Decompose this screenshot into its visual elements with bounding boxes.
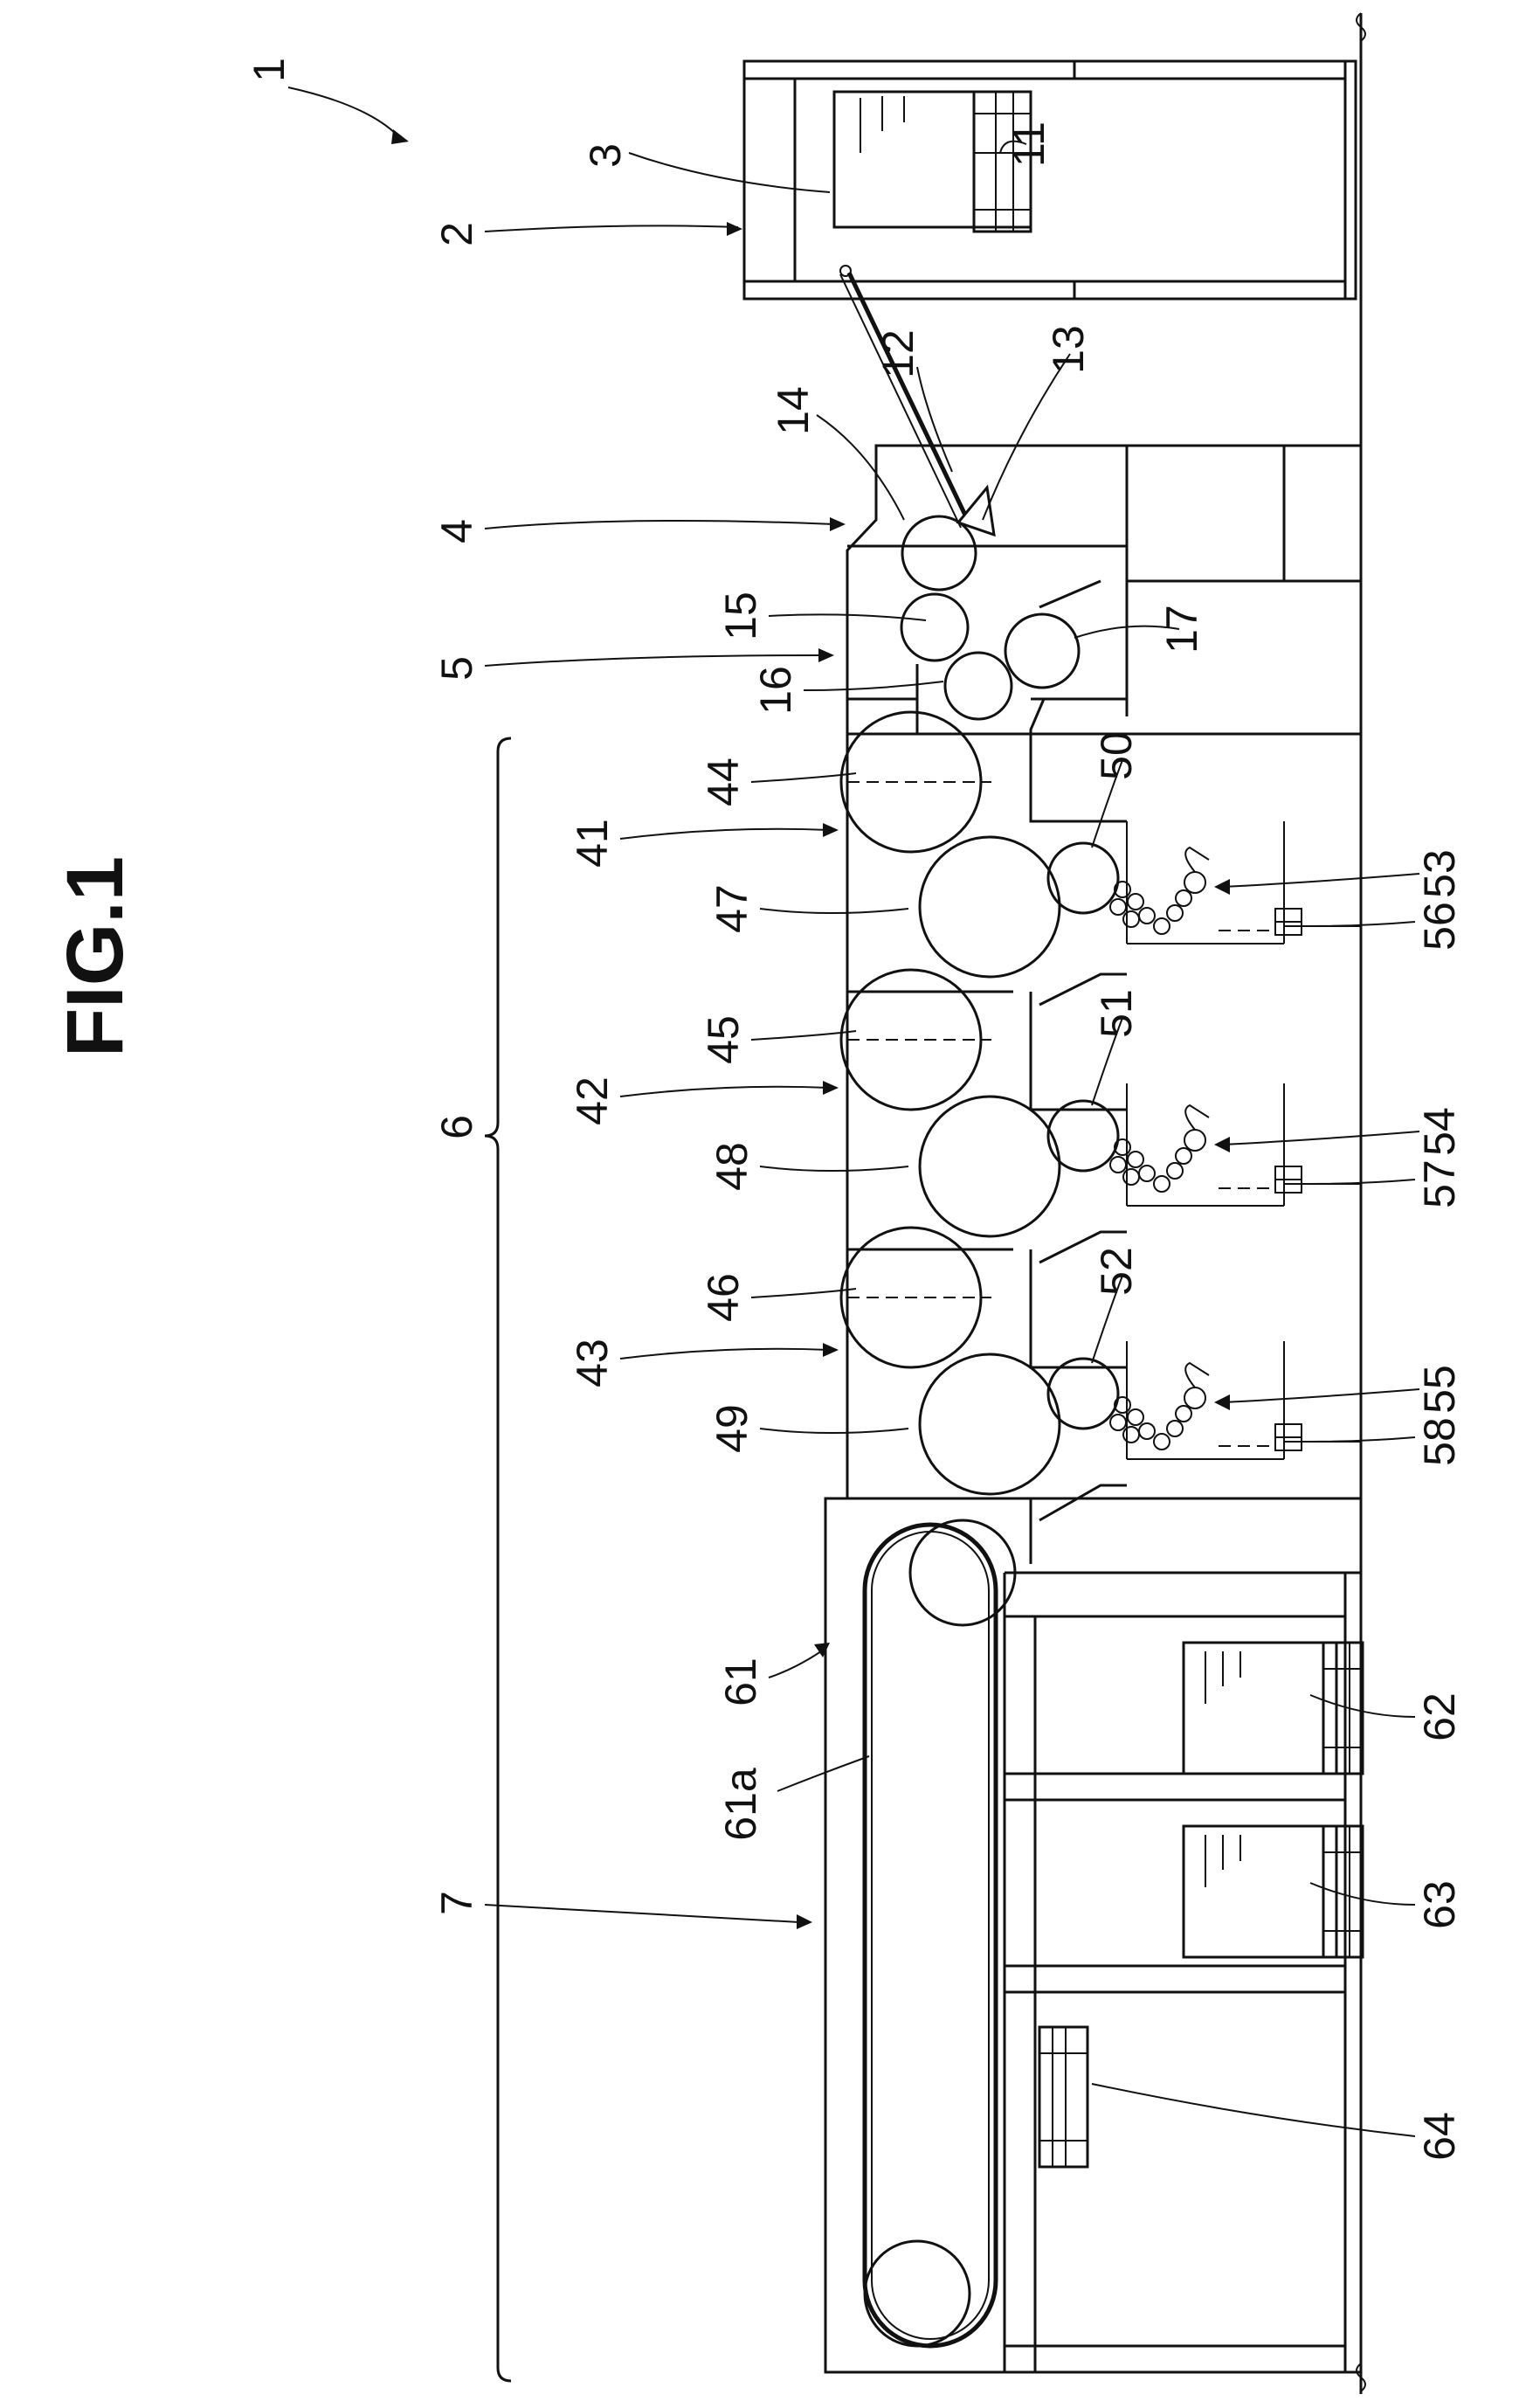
sheet-feed-unit xyxy=(744,61,1356,299)
label-57: 57 xyxy=(1415,1159,1464,1208)
roller-14 xyxy=(902,516,976,590)
roller-17 xyxy=(1005,614,1079,688)
delivery-pile-62 xyxy=(1184,1643,1363,1774)
ink-train-54 xyxy=(1110,1105,1209,1192)
paper-stack xyxy=(834,92,1031,227)
label-6: 6 xyxy=(432,1115,481,1139)
blanket-cylinder-49 xyxy=(920,1354,1060,1494)
label-48: 48 xyxy=(708,1142,756,1191)
label-15: 15 xyxy=(716,592,765,640)
label-17: 17 xyxy=(1157,605,1206,654)
ink-roller-52 xyxy=(1048,1359,1118,1429)
figure-title: FIG.1 xyxy=(51,856,140,1057)
delivery-unit xyxy=(825,1498,1363,2372)
ink-train-53 xyxy=(1110,848,1209,934)
label-55: 55 xyxy=(1415,1365,1464,1414)
label-5: 5 xyxy=(432,656,481,681)
label-52: 52 xyxy=(1092,1247,1141,1296)
belt-drive-roller xyxy=(910,1520,1015,1625)
label-61a: 61a xyxy=(716,1768,765,1841)
label-44: 44 xyxy=(699,758,748,806)
printing-section-bracket xyxy=(485,738,511,2381)
label-63: 63 xyxy=(1415,1880,1464,1929)
label-49: 49 xyxy=(708,1404,756,1453)
sheet-conveyor xyxy=(840,266,994,535)
label-13: 13 xyxy=(1044,325,1093,374)
label-16: 16 xyxy=(751,666,800,715)
label-51: 51 xyxy=(1092,989,1141,1038)
label-46: 46 xyxy=(699,1273,748,1322)
label-50: 50 xyxy=(1092,731,1141,780)
label-12: 12 xyxy=(873,329,922,378)
label-1: 1 xyxy=(245,58,293,82)
label-54: 54 xyxy=(1415,1107,1464,1156)
label-7: 7 xyxy=(432,1891,481,1915)
ink-roller-51 xyxy=(1048,1101,1118,1171)
label-41: 41 xyxy=(568,819,617,868)
label-58: 58 xyxy=(1415,1417,1464,1466)
blanket-cylinder-47 xyxy=(920,837,1060,977)
ink-train-55 xyxy=(1110,1363,1209,1450)
blanket-cylinder-48 xyxy=(920,1097,1060,1236)
belt-return-roller xyxy=(865,2241,970,2346)
leader-lines xyxy=(288,87,1419,2136)
label-47: 47 xyxy=(708,884,756,933)
label-3: 3 xyxy=(581,143,630,168)
label-2: 2 xyxy=(432,222,481,246)
reference-labels: 1 2 3 11 12 13 14 4 15 17 5 16 44 50 41 … xyxy=(245,58,1464,2161)
label-14: 14 xyxy=(769,386,818,435)
label-61: 61 xyxy=(716,1657,765,1706)
label-4: 4 xyxy=(432,519,481,543)
label-62: 62 xyxy=(1415,1692,1464,1741)
roller-16 xyxy=(945,653,1012,719)
transport-belt xyxy=(865,1520,1015,2346)
conveyor-pulley xyxy=(840,266,851,276)
label-42: 42 xyxy=(568,1076,617,1125)
label-56: 56 xyxy=(1415,902,1464,951)
label-45: 45 xyxy=(699,1015,748,1064)
label-43: 43 xyxy=(568,1339,617,1387)
label-64: 64 xyxy=(1415,2112,1464,2161)
label-11: 11 xyxy=(1005,121,1053,167)
label-53: 53 xyxy=(1415,849,1464,898)
reject-tray-64 xyxy=(1039,2027,1088,2167)
ink-roller-50 xyxy=(1048,843,1118,913)
roller-15 xyxy=(901,594,968,661)
